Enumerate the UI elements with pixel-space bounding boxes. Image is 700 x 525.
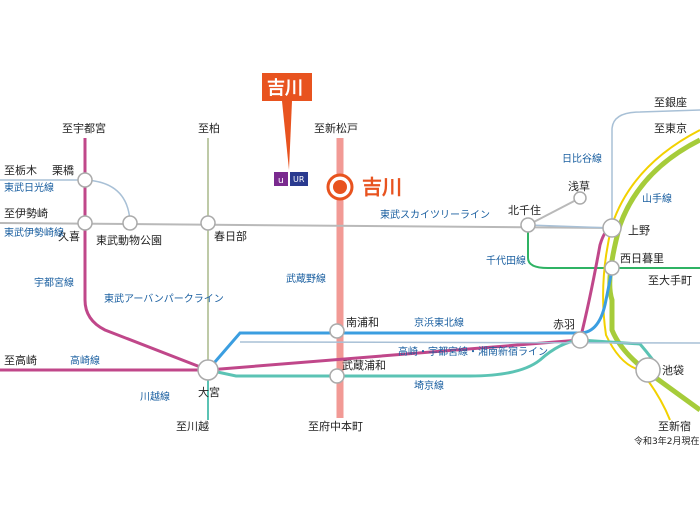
ur-label: UR [293,175,305,184]
line-label-tobu-isesaki: 東武伊勢崎線 [4,226,64,239]
label-ueno: 上野 [628,224,650,237]
station-node-akabane [571,331,589,349]
line-label-utsunomiya: 宇都宮線 [34,276,74,289]
station-node-kasukabe [200,215,216,231]
station-node-musashi-urawa [329,368,345,384]
label-minami-urawa: 南浦和 [346,316,379,329]
line-label-takasaki-shonan: 高崎・宇都宮線・湘南新宿ライン [398,345,548,358]
line-label-saikyo: 埼京線 [414,379,444,392]
ur-logo: u UR [274,172,308,186]
label-musashi-urawa: 武蔵浦和 [342,359,386,372]
line-label-chiyoda: 千代田線 [486,254,526,267]
target-station-dot [333,180,347,194]
station-node-omiya [197,359,219,381]
dir-kashiwa: 至柏 [198,121,220,135]
callout-box [262,73,312,101]
dir-kawagoe: 至川越 [176,419,209,433]
line-label-yamanote: 山手線 [642,192,672,205]
label-nishi-nippori: 西日暮里 [620,251,664,265]
line-label-keihin-tohoku: 京浜東北線 [414,316,464,329]
callout-label: 吉川 [267,77,303,99]
yamanote-inner [602,129,700,371]
label-ikebukuro: 池袋 [662,363,684,377]
station-node-minami-urawa [329,323,345,339]
asakusa-branch [527,197,581,226]
station-node-ikebukuro [635,357,661,383]
callout-pointer [282,101,292,170]
dir-shinjuku: 至新宿 [658,419,691,433]
station-node-kita-senju [520,217,536,233]
dir-fuchu-hommachi: 至府中本町 [308,419,363,433]
station-node-nishi-nippori [604,260,620,276]
dir-ginza: 至銀座 [654,95,687,109]
shonan-line [239,341,700,344]
dir-tochigi: 至栃木 [4,163,37,177]
label-tobu-dobutsu-koen: 東武動物公園 [96,233,162,247]
dir-tokyo: 至東京 [654,121,687,135]
line-label-hibiya: 日比谷線 [562,152,602,165]
label-kita-senju: 北千住 [508,203,541,217]
station-node-asakusa [573,191,587,205]
label-kurihashi: 栗橋 [52,163,74,177]
label-kuki: 久喜 [58,230,80,243]
date-note: 令和3年2月現在 [634,435,699,447]
tobu-skytree-line [0,222,613,229]
dir-shinmatsudo: 至新松戸 [314,121,358,135]
label-asakusa: 浅草 [568,180,590,193]
chiyoda-line [527,225,700,269]
line-label-skytree: 東武スカイツリーライン [380,208,490,221]
saikyo-line [207,338,662,378]
line-label-urban-park: 東武アーバンパークライン [104,292,224,305]
dir-isesaki: 至伊勢崎 [4,206,48,220]
dir-takasaki: 至高崎 [4,353,37,367]
station-node-kuki [77,215,93,231]
line-label-kawagoe: 川越線 [140,390,170,403]
dir-utsunomiya: 至宇都宮 [62,121,106,135]
station-node-ueno [602,218,622,238]
label-omiya: 大宮 [198,385,220,399]
station-node-tobu-dobutsu-koen [122,215,138,231]
label-akabane: 赤羽 [553,318,575,331]
line-label-takasaki: 高崎線 [70,354,100,367]
target-station-name: 吉川 [362,175,402,199]
utsunomiya-line [83,138,209,372]
dir-otemachi: 至大手町 [648,273,692,287]
line-label-tobu-nikko: 東武日光線 [4,181,54,194]
station-node-kurihashi [77,172,93,188]
line-label-musashino: 武蔵野線 [286,272,326,285]
label-kasukabe: 春日部 [214,229,247,243]
hibiya-line [527,109,700,229]
svg-text:u: u [278,176,284,186]
